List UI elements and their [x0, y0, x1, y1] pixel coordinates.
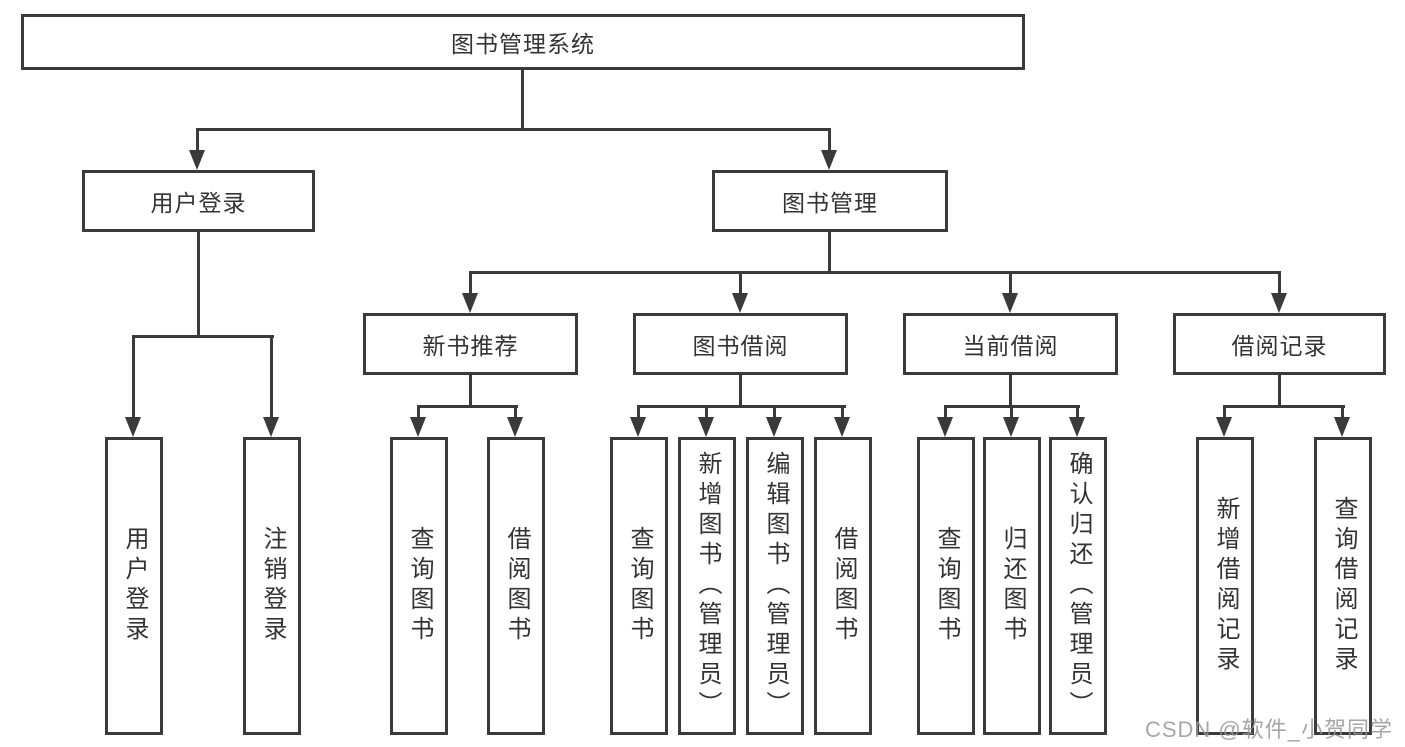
leaf-borrow-books-1: 借阅图书 — [487, 437, 545, 735]
node-book-borrow: 图书借阅 — [633, 313, 848, 375]
node-borrow-records: 借阅记录 — [1173, 313, 1386, 375]
node-label: 注销登录 — [259, 526, 286, 646]
connector-book-management-bar — [469, 271, 1281, 274]
connector-user-login-bar — [133, 335, 274, 338]
node-label: 用户登录 — [150, 190, 247, 216]
arrow-down-to-current-borrow — [1002, 271, 1019, 313]
connector-borrow-records-bar — [1223, 405, 1345, 408]
node-label: 新书推荐 — [422, 333, 519, 359]
connector-borrow-records-trunk — [1278, 375, 1281, 405]
node-user-login: 用户登录 — [82, 170, 315, 232]
arrow-down-leaf — [1334, 405, 1351, 437]
leaf-query-borrow-record: 查询借阅记录 — [1314, 437, 1372, 735]
node-label: 归还图书 — [999, 526, 1026, 646]
node-label: 借阅图书 — [830, 526, 857, 646]
arrow-down-to-borrow-records — [1271, 271, 1288, 313]
arrow-down-to-user-login — [189, 128, 206, 170]
arrow-down-leaf — [1003, 405, 1020, 437]
leaf-logout: 注销登录 — [243, 437, 301, 735]
leaf-edit-book-admin: 编辑图书（管理员） — [746, 437, 804, 735]
node-label: 查询借阅记录 — [1330, 496, 1357, 676]
connector-book-borrow-trunk — [739, 375, 742, 405]
node-label: 借阅图书 — [503, 526, 530, 646]
arrow-down-to-user-login-leaf — [125, 335, 142, 437]
leaf-query-books-2: 查询图书 — [610, 437, 668, 735]
connector-book-management-trunk — [828, 232, 831, 271]
node-book-management: 图书管理 — [712, 170, 948, 232]
node-label: 确认归还（管理员） — [1065, 451, 1092, 721]
arrow-down-to-logout-leaf — [263, 335, 280, 437]
arrow-down-leaf — [1216, 405, 1233, 437]
leaf-borrow-books-2: 借阅图书 — [814, 437, 872, 735]
connector-current-borrow-trunk — [1009, 375, 1012, 405]
node-label: 查询图书 — [626, 526, 653, 646]
connector-book-borrow-bar — [637, 405, 846, 408]
node-label: 新增借阅记录 — [1212, 496, 1239, 676]
connector-user-login-trunk — [197, 232, 200, 335]
connector-root-trunk — [521, 70, 524, 128]
leaf-user-login: 用户登录 — [105, 437, 163, 735]
arrow-down-leaf — [1069, 405, 1086, 437]
node-label: 图书管理 — [782, 190, 878, 216]
arrow-down-to-book-management — [821, 128, 838, 170]
leaf-add-book-admin: 新增图书（管理员） — [678, 437, 736, 735]
node-label: 用户登录 — [121, 526, 148, 646]
node-label: 图书管理系统 — [451, 31, 595, 57]
node-root-library-system: 图书管理系统 — [21, 14, 1025, 70]
leaf-return-books: 归还图书 — [983, 437, 1041, 735]
leaf-query-books-1: 查询图书 — [390, 437, 448, 735]
node-current-borrow: 当前借阅 — [903, 313, 1118, 375]
csdn-watermark: CSDN @软件_小贺同学 — [1144, 717, 1393, 742]
arrow-down-leaf — [766, 405, 783, 437]
arrow-down-leaf — [834, 405, 851, 437]
arrow-down-to-new-book-recommend — [462, 271, 479, 313]
arrow-down-leaf — [507, 405, 524, 437]
connector-new-book-bar — [417, 405, 518, 408]
leaf-query-books-3: 查询图书 — [917, 437, 975, 735]
leaf-confirm-return-admin: 确认归还（管理员） — [1049, 437, 1107, 735]
node-label: 新增图书（管理员） — [694, 451, 721, 721]
leaf-add-borrow-record: 新增借阅记录 — [1196, 437, 1254, 735]
arrow-down-leaf — [698, 405, 715, 437]
connector-root-bar — [196, 128, 831, 131]
node-label: 图书借阅 — [692, 333, 789, 359]
arrow-down-leaf — [937, 405, 954, 437]
arrow-down-to-book-borrow — [732, 271, 749, 313]
arrow-down-leaf — [410, 405, 427, 437]
node-new-book-recommend: 新书推荐 — [363, 313, 578, 375]
node-label: 查询图书 — [406, 526, 433, 646]
node-label: 当前借阅 — [962, 333, 1059, 359]
node-label: 借阅记录 — [1231, 333, 1328, 359]
arrow-down-leaf — [630, 405, 647, 437]
node-label: 查询图书 — [933, 526, 960, 646]
connector-new-book-trunk — [469, 375, 472, 405]
node-label: 编辑图书（管理员） — [762, 451, 789, 721]
